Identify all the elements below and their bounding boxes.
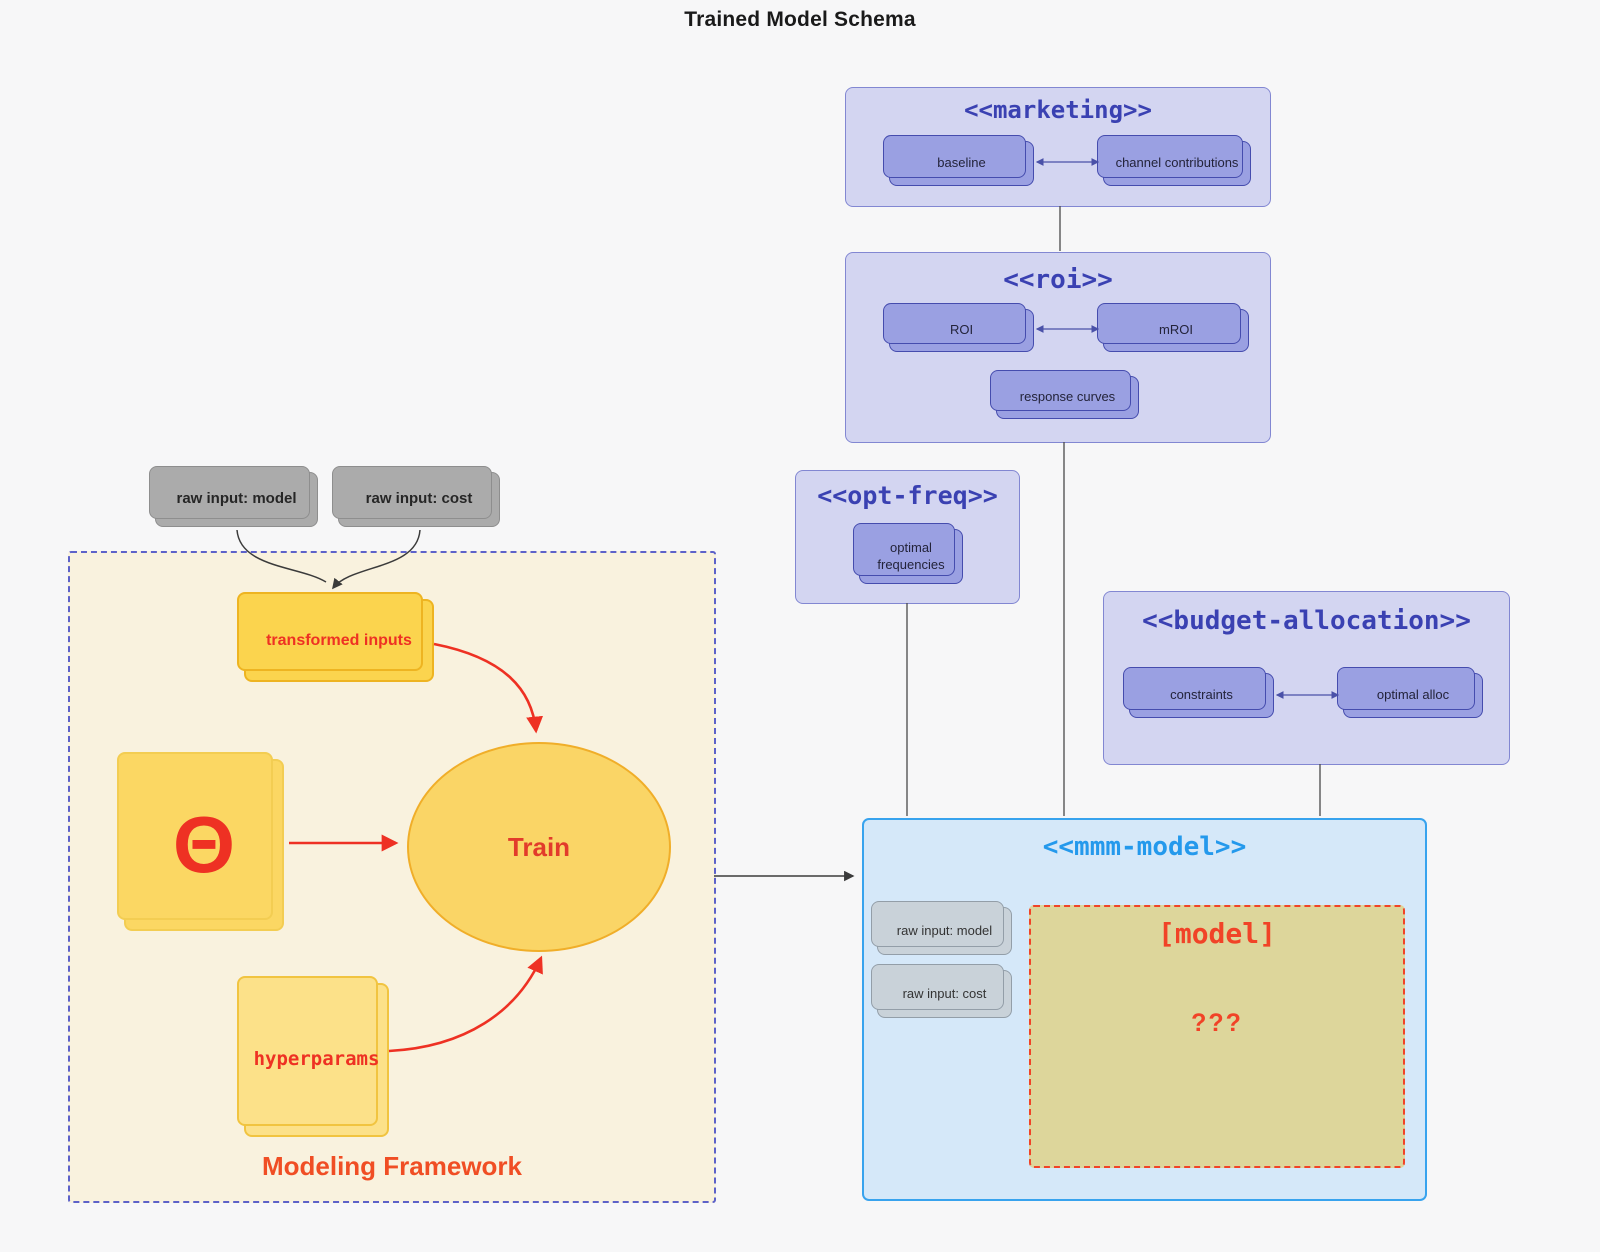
theta-symbol: Θ: [172, 800, 236, 889]
group-budget-allocation: <<budget-allocation>> constraints optima…: [1103, 591, 1510, 765]
group-roi-title: <<roi>>: [1003, 265, 1113, 295]
group-marketing: <<marketing>> baseline channel contribut…: [845, 87, 1271, 207]
node-raw-input-cost: raw input: cost: [332, 466, 500, 527]
node-theta: Θ: [117, 752, 284, 931]
node-baseline: baseline: [883, 135, 1034, 186]
node-mroi: mROI: [1097, 303, 1249, 352]
group-roi: <<roi>> ROI mROI response curves: [845, 252, 1271, 443]
group-opt-freq: <<opt-freq>> optimal frequencies: [795, 470, 1020, 604]
node-model-box: [model] ???: [1029, 905, 1405, 1168]
group-budget-allocation-title: <<budget-allocation>>: [1142, 606, 1471, 636]
group-opt-freq-title: <<opt-freq>>: [817, 481, 998, 510]
node-roi: ROI: [883, 303, 1034, 352]
group-mmm-model-title: <<mmm-model>>: [1042, 832, 1247, 862]
node-optimal-alloc: optimal alloc: [1337, 667, 1483, 718]
node-train-ellipse: Train: [407, 742, 671, 952]
train-label: Train: [507, 831, 571, 862]
node-constraints: constraints: [1123, 667, 1274, 718]
modeling-framework-label: Modeling Framework: [261, 1151, 523, 1181]
group-mmm-model: <<mmm-model>> raw input: model raw input…: [862, 818, 1427, 1201]
node-response-curves: response curves: [990, 370, 1139, 419]
group-marketing-title: <<marketing>>: [964, 96, 1152, 124]
node-hyperparams: hyperparams: [237, 976, 389, 1137]
node-channel-contributions: channel contributions: [1097, 135, 1251, 186]
node-raw-input-model: raw input: model: [149, 466, 318, 527]
model-box-question: ???: [1191, 1009, 1243, 1037]
node-mmm-raw-input-model: raw input: model: [871, 901, 1012, 955]
node-mmm-raw-input-cost: raw input: cost: [871, 964, 1012, 1018]
page-title: Trained Model Schema: [684, 8, 916, 31]
node-optimal-frequencies: optimal frequencies: [853, 523, 963, 584]
model-box-label: [model]: [1157, 917, 1276, 950]
node-transformed-inputs: transformed inputs: [237, 592, 434, 682]
group-modeling-framework: transformed inputs Θ Train hyperparams M…: [68, 551, 716, 1203]
